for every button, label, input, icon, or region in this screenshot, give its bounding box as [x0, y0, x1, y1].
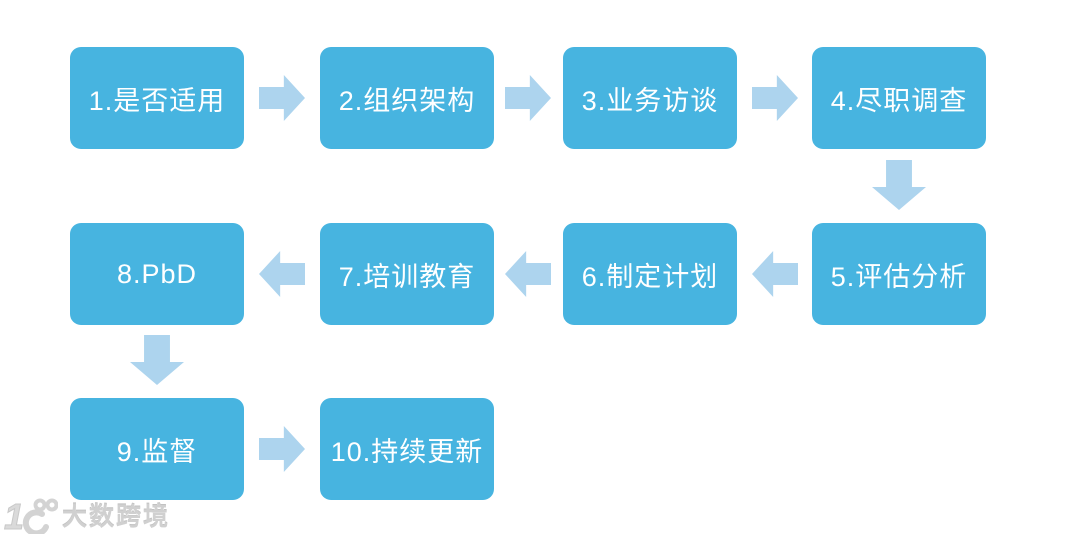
flow-step-8: 8.PbD — [70, 223, 244, 325]
arrow-right-icon — [505, 75, 551, 121]
watermark-text: 大数跨境 — [62, 503, 171, 531]
arrow-left-icon — [259, 251, 305, 297]
arrow-right-icon — [259, 75, 305, 121]
flow-step-4: 4.尽职调查 — [812, 47, 986, 149]
arrow-left-icon — [505, 251, 551, 297]
arrow-down-icon — [130, 335, 184, 385]
flow-step-5: 5.评估分析 — [812, 223, 986, 325]
flow-step-2: 2.组织架构 — [320, 47, 494, 149]
flow-step-6: 6.制定计划 — [563, 223, 737, 325]
flow-step-9: 9.监督 — [70, 398, 244, 500]
arrow-right-icon — [752, 75, 798, 121]
arrow-left-icon — [752, 251, 798, 297]
watermark-logo-icon: 1 — [4, 496, 58, 534]
flow-step-3: 3.业务访谈 — [563, 47, 737, 149]
arrow-right-icon — [259, 426, 305, 472]
svg-text:1: 1 — [4, 496, 24, 534]
watermark: 1 大数跨境 — [4, 496, 170, 534]
arrow-down-icon — [872, 160, 926, 210]
flow-step-10: 10.持续更新 — [320, 398, 494, 500]
flow-step-1: 1.是否适用 — [70, 47, 244, 149]
flow-step-7: 7.培训教育 — [320, 223, 494, 325]
